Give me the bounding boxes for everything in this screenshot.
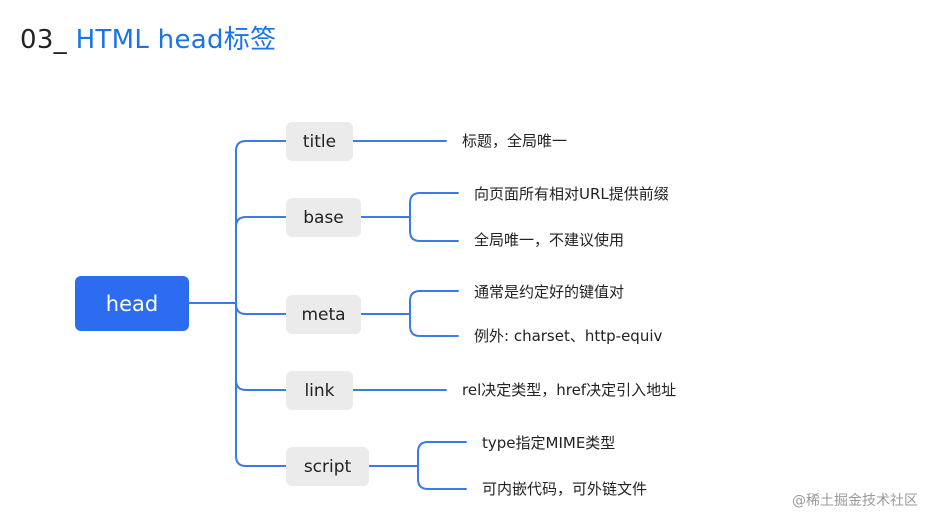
tag-node-base: base [286, 198, 361, 237]
leaf-title-1: 标题，全局唯一 [462, 132, 568, 150]
connector-meta-fork [360, 290, 459, 337]
heading-number: 03_ [20, 25, 67, 55]
tag-node-title: title [286, 122, 353, 161]
page-heading: 03_ HTML head标签 [20, 20, 276, 60]
connector-trunk [235, 140, 247, 467]
leaf-script-1: type指定MIME类型 [482, 434, 616, 452]
leaf-script-2: 可内嵌代码，可外链文件 [482, 480, 648, 498]
leaf-meta-1: 通常是约定好的键值对 [474, 283, 625, 301]
heading-title: HTML head标签 [75, 25, 277, 55]
root-node-head: head [75, 276, 189, 331]
source-watermark: @稀土掘金技术社区 [792, 493, 918, 509]
leaf-base-1: 向页面所有相对URL提供前缀 [474, 185, 669, 203]
connector-meta [235, 303, 287, 315]
leaf-link-1: rel决定类型，href决定引入地址 [462, 381, 677, 399]
tag-node-link: link [286, 371, 353, 410]
leaf-meta-2: 例外: charset、http-equiv [474, 327, 663, 345]
connector-base-fork [360, 192, 459, 242]
leaf-base-2: 全局唯一，不建议使用 [474, 231, 625, 249]
connector-link [235, 379, 287, 391]
connector-script-fork [368, 441, 467, 490]
tag-node-script: script [286, 447, 369, 486]
connector-base [235, 216, 287, 228]
tag-node-meta: meta [286, 295, 361, 334]
